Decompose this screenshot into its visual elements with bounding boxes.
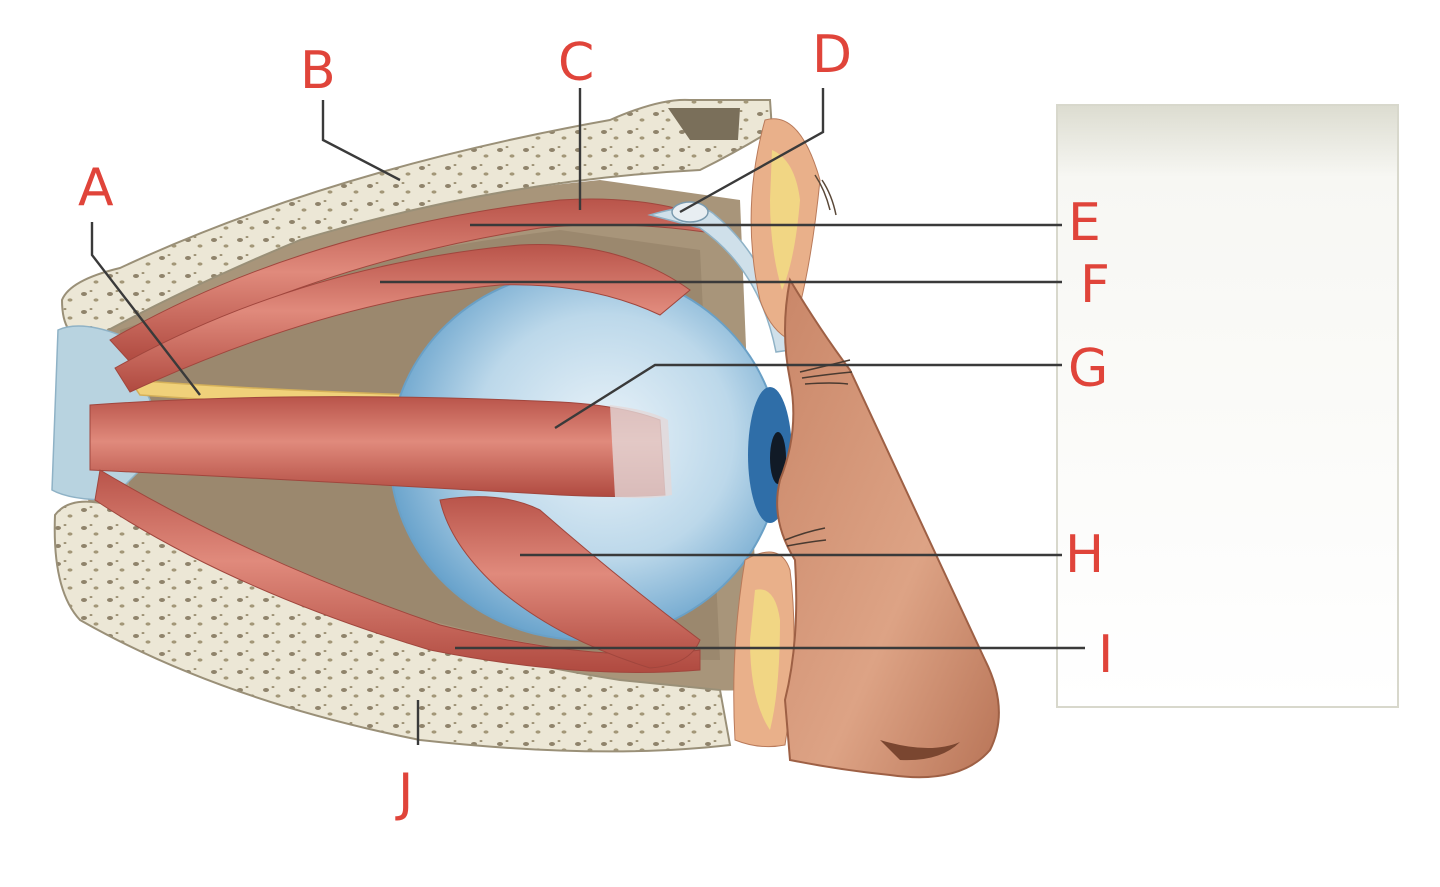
leader-line-g [554,363,1062,430]
leader-line-b [321,100,401,182]
label-b: B [300,41,336,101]
pupil [770,432,786,484]
brow-hairs [814,174,837,216]
inferior-rectus-muscle [94,469,701,673]
label-a: A [78,158,114,218]
leader-line-a [90,222,201,396]
label-c: C [558,33,594,93]
nose-profile [776,277,1000,779]
label-h: H [1065,525,1104,585]
nostril [880,740,960,761]
lateral-rectus-tendon [610,405,672,499]
labels: A B C D E F G H I J [78,25,1113,823]
eyelashes-lower [784,527,827,547]
blank-panel [1056,104,1399,708]
orbital-fat-lower [750,589,780,730]
label-g: G [1068,339,1108,399]
label-f: F [1080,255,1110,315]
orbit-roof-bone [60,98,774,342]
leader-lines [90,88,1085,745]
inferior-oblique-muscle [439,496,701,669]
leader-line-d [679,88,825,214]
label-i: I [1098,625,1113,685]
frontal-sinus [668,108,740,140]
trochlea [671,201,709,223]
label-d: D [812,25,852,85]
label-e: E [1068,193,1101,253]
label-j: J [395,763,413,823]
orbital-fat-upper [770,150,800,290]
